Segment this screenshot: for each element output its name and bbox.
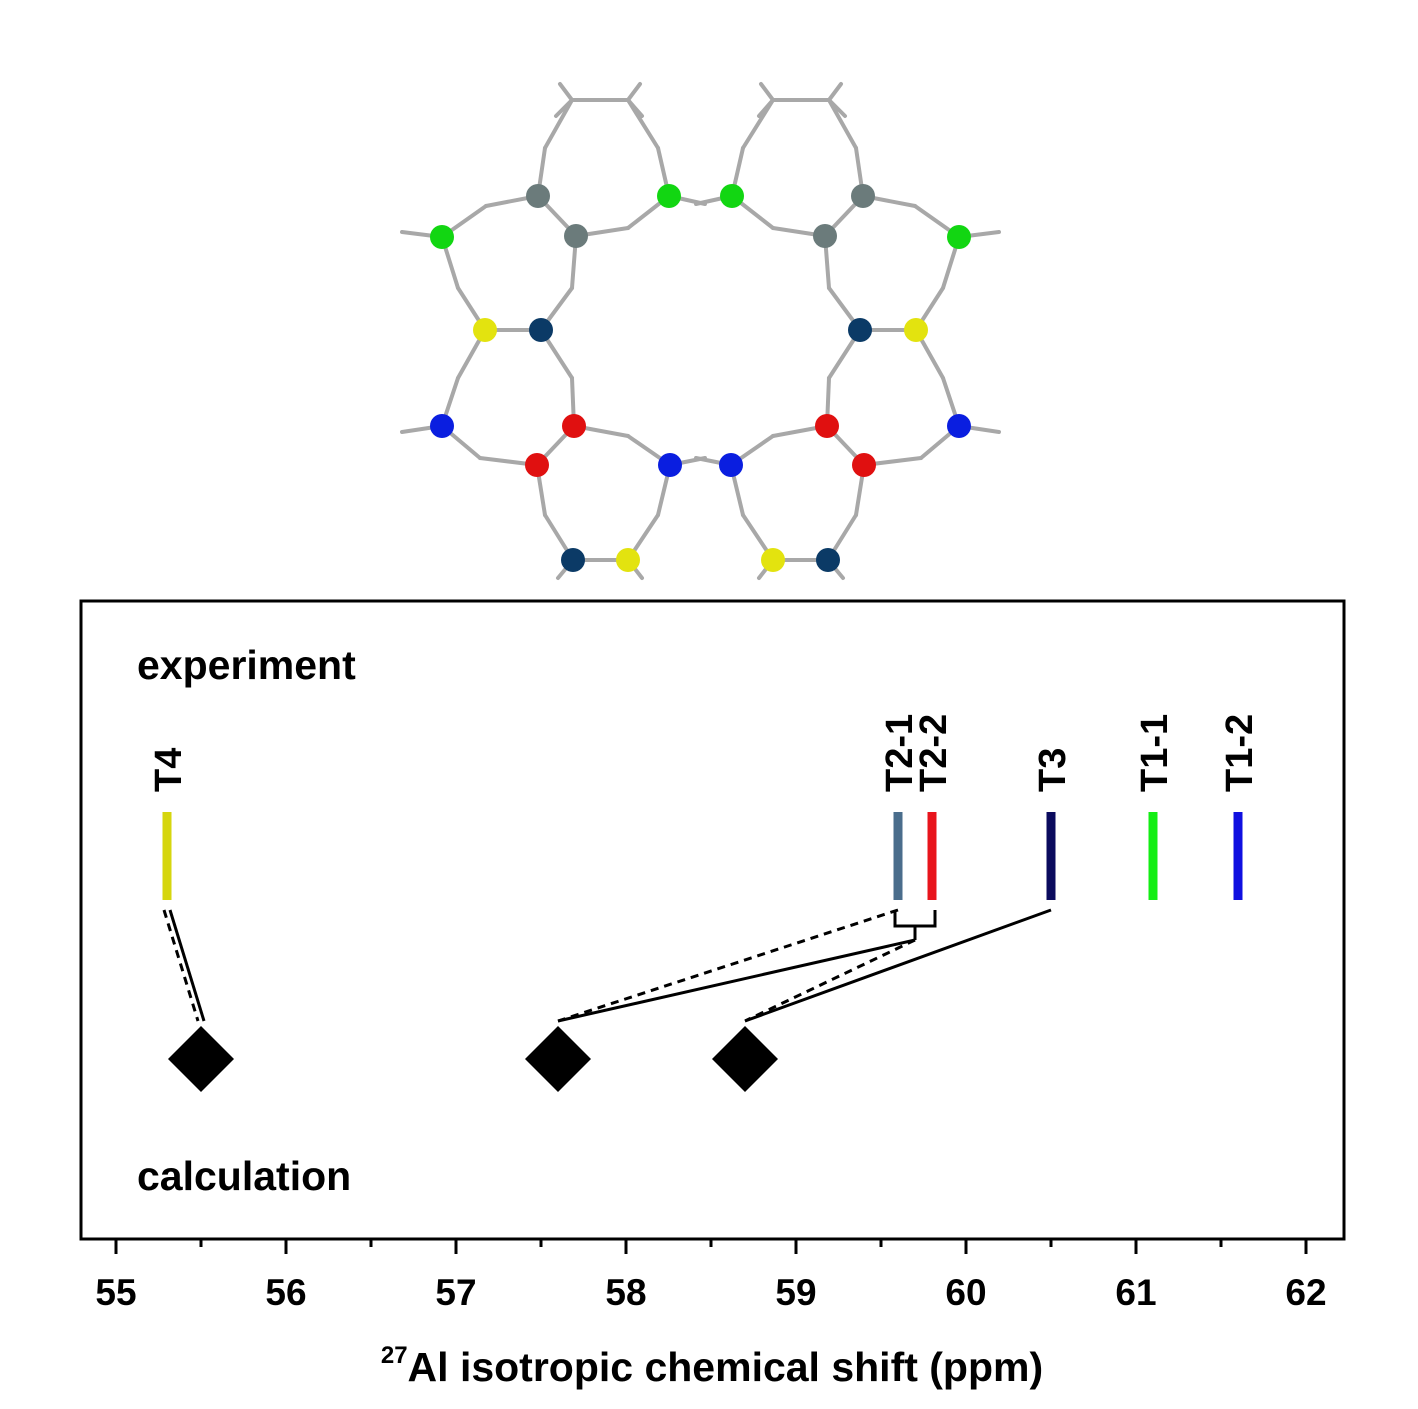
- framework-bond: [827, 82, 843, 102]
- connector-line: [557, 908, 899, 1023]
- x-axis-label: 27Al isotropic chemical shift (ppm): [381, 1342, 1043, 1390]
- x-tick-label: 57: [435, 1272, 476, 1313]
- connector-line: [744, 908, 1052, 1023]
- x-tick-label: 55: [95, 1272, 136, 1313]
- site-bracket: [893, 910, 937, 940]
- calculation-diamond: [712, 1026, 778, 1092]
- connector-line: [557, 938, 916, 1023]
- atom-green: [720, 184, 744, 208]
- experiment-marks: T4 T2-1T2-2 T3 T1-1 T1-2: [148, 714, 1261, 900]
- atom-blue: [658, 453, 682, 477]
- experiment-label: experiment: [137, 642, 356, 688]
- x-tick-label: 62: [1285, 1272, 1326, 1313]
- atom-navy: [848, 318, 872, 342]
- atom-gray: [564, 224, 588, 248]
- atom-navy: [561, 548, 585, 572]
- plot-frame: [79, 599, 1346, 1241]
- zeolite-ring-structure: [400, 82, 1001, 580]
- atom-blue: [719, 453, 743, 477]
- atom-red: [852, 453, 876, 477]
- calculation-label: calculation: [137, 1153, 351, 1199]
- atom-navy: [816, 548, 840, 572]
- atom-green: [947, 225, 971, 249]
- atom-gray: [526, 184, 550, 208]
- calculation-marks: [168, 1026, 778, 1092]
- atom-blue: [430, 414, 454, 438]
- connector-line: [162, 909, 200, 1022]
- atom-yellow: [904, 318, 928, 342]
- x-axis: 55 56 57 58 59 60 61 62: [95, 1239, 1327, 1313]
- x-tick-label: 61: [1115, 1272, 1156, 1313]
- atom-gray: [851, 184, 875, 208]
- framework-bond: [626, 82, 642, 102]
- calculation-diamond: [525, 1026, 591, 1092]
- site-label-t3: T3: [1032, 748, 1074, 792]
- site-label-t1-1: T1-1: [1134, 714, 1176, 792]
- atom-blue: [947, 414, 971, 438]
- atom-green: [657, 184, 681, 208]
- framework-bond: [554, 98, 574, 118]
- x-tick-label: 58: [605, 1272, 646, 1313]
- site-label-t1-2: T1-2: [1219, 714, 1261, 792]
- atom-yellow: [473, 318, 497, 342]
- x-axis-label-text: Al isotropic chemical shift (ppm): [408, 1344, 1044, 1390]
- atom-yellow: [616, 548, 640, 572]
- site-label-t2-1: T2-1: [879, 714, 921, 792]
- calculation-diamond: [168, 1026, 234, 1092]
- atom-navy: [529, 318, 553, 342]
- framework-bond: [626, 98, 644, 118]
- connector-lines: [162, 908, 1052, 1023]
- framework-bond: [827, 98, 858, 150]
- atom-yellow: [761, 548, 785, 572]
- atom-red: [525, 453, 549, 477]
- framework-bond: [757, 98, 775, 118]
- site-label-t2-2: T2-2: [913, 714, 955, 792]
- x-tick-label: 59: [775, 1272, 816, 1313]
- atom-red: [562, 414, 586, 438]
- x-axis-label-superscript: 27: [381, 1342, 408, 1369]
- x-tick-label: 56: [265, 1272, 306, 1313]
- site-label-t4: T4: [148, 748, 190, 792]
- framework-bond: [827, 98, 847, 118]
- x-tick-label: 60: [945, 1272, 986, 1313]
- connector-line: [744, 938, 916, 1023]
- atom-red: [815, 414, 839, 438]
- atom-green: [430, 225, 454, 249]
- atom-gray: [813, 224, 837, 248]
- framework-bond: [759, 82, 775, 102]
- connector-line: [168, 909, 206, 1022]
- framework-bond: [558, 82, 574, 102]
- framework-bond: [543, 98, 574, 150]
